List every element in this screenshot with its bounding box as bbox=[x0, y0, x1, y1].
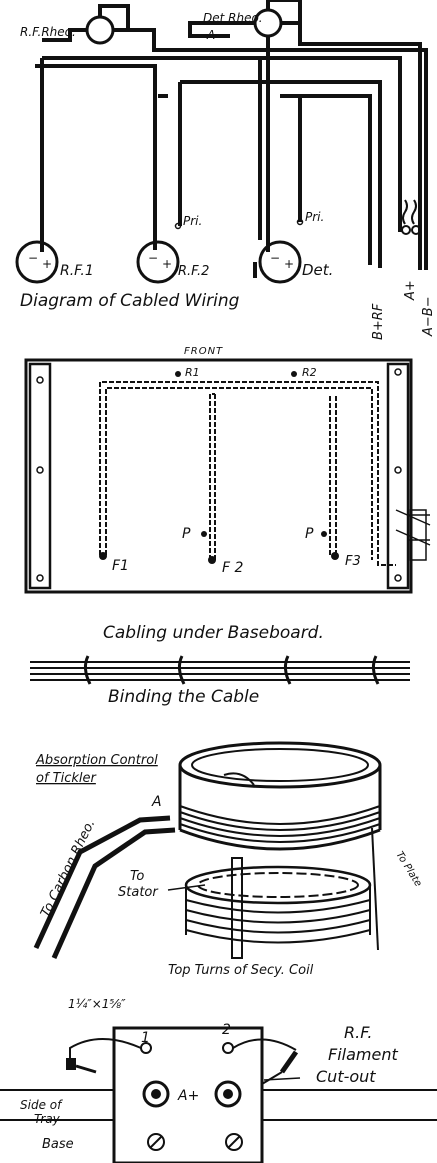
cabled-wiring-section: R.F.Rheo. Det Rheo. A− − + bbox=[15, 0, 436, 340]
stator-lead-strip bbox=[231, 857, 243, 959]
baseboard-caption: Cabling under Baseboard. bbox=[103, 623, 324, 643]
tube-label-rf2: R.F.2 bbox=[178, 264, 209, 279]
plate-label-2: P bbox=[305, 526, 314, 542]
left-jumper-wire bbox=[69, 1038, 142, 1058]
binding-section: Binding the Cable bbox=[30, 655, 410, 707]
terminal-label-b-plus-rf: B+RF bbox=[371, 303, 386, 340]
tickler-point-a: A bbox=[151, 794, 162, 810]
tickler-title-line2: of Tickler bbox=[36, 771, 98, 786]
cutout-title-line2: Filament bbox=[328, 1045, 398, 1064]
rf-rheostat-label: R.F.Rheo. bbox=[20, 25, 76, 39]
secondary-coil-caption: Top Turns of Secy. Coil bbox=[168, 963, 314, 978]
right-jumper-wire bbox=[232, 1038, 297, 1051]
svg-text:+: + bbox=[42, 257, 52, 271]
to-stator-line1: To bbox=[130, 869, 144, 884]
svg-text:−: − bbox=[270, 251, 280, 265]
filament-label-f2: F 2 bbox=[222, 560, 244, 576]
cutout-section: 1¼″×1⅝″ 1 2 A+ Side of Tray Base R.F. Fi… bbox=[0, 997, 437, 1163]
side-of-tray-line2: Tray bbox=[34, 1112, 61, 1126]
resistor-label-r2: R2 bbox=[302, 366, 317, 379]
plate-label-1: P bbox=[182, 526, 191, 542]
to-stator-line2: Stator bbox=[118, 885, 159, 900]
cutout-terminal-2: 2 bbox=[222, 1022, 231, 1038]
svg-text:+: + bbox=[284, 257, 294, 271]
front-label: FRONT bbox=[184, 346, 223, 357]
baseboard-section: FRONT R1 R2 F1 F 2 F3 P P bbox=[24, 346, 431, 643]
bound-cable-strands bbox=[30, 661, 410, 681]
to-plate-label: To Plate bbox=[393, 850, 423, 889]
plate-lead bbox=[371, 827, 379, 951]
cutout-title-line1: R.F. bbox=[344, 1023, 372, 1042]
cutout-title-line3: Cut-out bbox=[316, 1067, 376, 1086]
rf-rheostat-symbol bbox=[85, 15, 115, 45]
cutout-center-label: A+ bbox=[177, 1088, 199, 1104]
terminal-label-a-plus: A+ bbox=[403, 280, 418, 301]
baseboard-outline bbox=[24, 358, 413, 594]
base-label: Base bbox=[42, 1137, 74, 1152]
to-carbon-rheo-label: To Carbon Rheo. bbox=[38, 817, 98, 920]
svg-text:−: − bbox=[148, 251, 158, 265]
svg-text:+: + bbox=[162, 257, 172, 271]
carbon-rheo-lead-2 bbox=[51, 827, 176, 960]
carbon-rheo-lead-1 bbox=[33, 815, 171, 950]
filament-label-f1: F1 bbox=[112, 558, 129, 574]
tube-socket-det bbox=[258, 240, 302, 284]
binding-post-left bbox=[142, 1080, 170, 1108]
cutout-size-label: 1¼″×1⅝″ bbox=[68, 997, 126, 1011]
pri-label-2: Pri. bbox=[305, 210, 324, 224]
baseboard-cable-run bbox=[99, 381, 396, 566]
cable-ties bbox=[83, 655, 380, 685]
tickler-section: Absorption Control of Tickler A To Carbo… bbox=[33, 741, 424, 978]
tube-socket-rf1 bbox=[15, 240, 59, 284]
binding-post-right bbox=[214, 1080, 242, 1108]
wiring-diagram-caption: Diagram of Cabled Wiring bbox=[20, 291, 240, 311]
filament-label-f3: F3 bbox=[345, 554, 361, 569]
fuse-symbol bbox=[402, 199, 417, 225]
tray-and-base-lines bbox=[0, 1089, 437, 1121]
tube-socket-rf2 bbox=[136, 240, 180, 284]
svg-text:−: − bbox=[28, 251, 38, 265]
pri-label-1: Pri. bbox=[183, 214, 202, 228]
cutout-terminal-1: 1 bbox=[141, 1030, 150, 1046]
side-of-tray-line1: Side of bbox=[20, 1098, 63, 1112]
cable-bundle-lines bbox=[35, 0, 428, 278]
resistor-label-r1: R1 bbox=[185, 366, 200, 379]
tickler-title-line1: Absorption Control bbox=[35, 753, 158, 768]
tickler-inner-lead bbox=[223, 772, 255, 786]
left-cleat bbox=[28, 362, 52, 590]
binding-caption: Binding the Cable bbox=[108, 687, 259, 707]
tube-label-det: Det. bbox=[302, 261, 333, 279]
terminal-label-a-minus-b-minus: A−B− bbox=[421, 296, 436, 337]
cutout-block bbox=[112, 1026, 264, 1163]
right-cleat bbox=[386, 362, 410, 590]
tube-label-rf1: R.F.1 bbox=[60, 263, 94, 279]
